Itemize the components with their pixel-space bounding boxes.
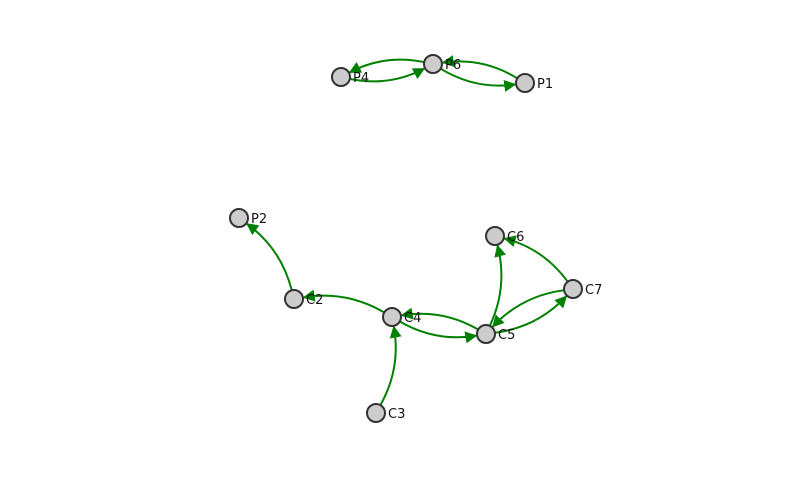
edge-c2-to-p2 xyxy=(246,223,293,291)
edge-p1-to-p6 xyxy=(441,55,518,80)
node-circle[interactable] xyxy=(331,67,351,87)
edge-c4-to-c2 xyxy=(302,289,385,314)
node-circle[interactable] xyxy=(229,208,249,228)
edge-layer xyxy=(246,55,569,406)
node-c3[interactable]: C3 xyxy=(366,403,405,423)
node-label: C3 xyxy=(388,407,405,422)
node-label: C4 xyxy=(404,311,421,326)
edge-c4-to-c5 xyxy=(399,320,478,344)
node-c6[interactable]: C6 xyxy=(485,226,524,246)
node-circle[interactable] xyxy=(284,289,304,309)
node-circle[interactable] xyxy=(366,403,386,423)
node-circle[interactable] xyxy=(515,73,535,93)
edge-c7-to-c6 xyxy=(503,235,569,283)
node-p4[interactable]: P4 xyxy=(331,67,369,87)
node-c5[interactable]: C5 xyxy=(476,324,515,344)
node-circle[interactable] xyxy=(476,324,496,344)
node-circle[interactable] xyxy=(382,307,402,327)
edge-c7-to-c5 xyxy=(491,289,565,328)
edge-c5-to-c4 xyxy=(400,307,479,331)
edge-c5-to-c6 xyxy=(488,244,507,327)
node-label: C5 xyxy=(498,328,515,343)
edge-c3-to-c4 xyxy=(379,325,402,406)
node-c7[interactable]: C7 xyxy=(563,279,602,299)
edge-p6-to-p4 xyxy=(348,58,425,74)
node-label: C7 xyxy=(585,283,602,298)
node-label: P2 xyxy=(251,212,267,227)
node-circle[interactable] xyxy=(485,226,505,246)
node-label: P1 xyxy=(537,77,553,92)
node-c4[interactable]: C4 xyxy=(382,307,421,327)
node-label: C6 xyxy=(507,230,524,245)
node-p1[interactable]: P1 xyxy=(515,73,553,93)
node-label: C2 xyxy=(306,293,323,308)
node-c2[interactable]: C2 xyxy=(284,289,323,309)
node-circle[interactable] xyxy=(563,279,583,299)
edge-p4-to-p6 xyxy=(349,67,426,83)
node-p6[interactable]: P6 xyxy=(423,54,461,74)
node-p2[interactable]: P2 xyxy=(229,208,267,228)
edge-p6-to-p1 xyxy=(440,67,517,92)
node-circle[interactable] xyxy=(423,54,443,74)
node-label: P6 xyxy=(445,58,461,73)
edge-c5-to-c7 xyxy=(494,295,568,334)
node-label: P4 xyxy=(353,71,369,86)
